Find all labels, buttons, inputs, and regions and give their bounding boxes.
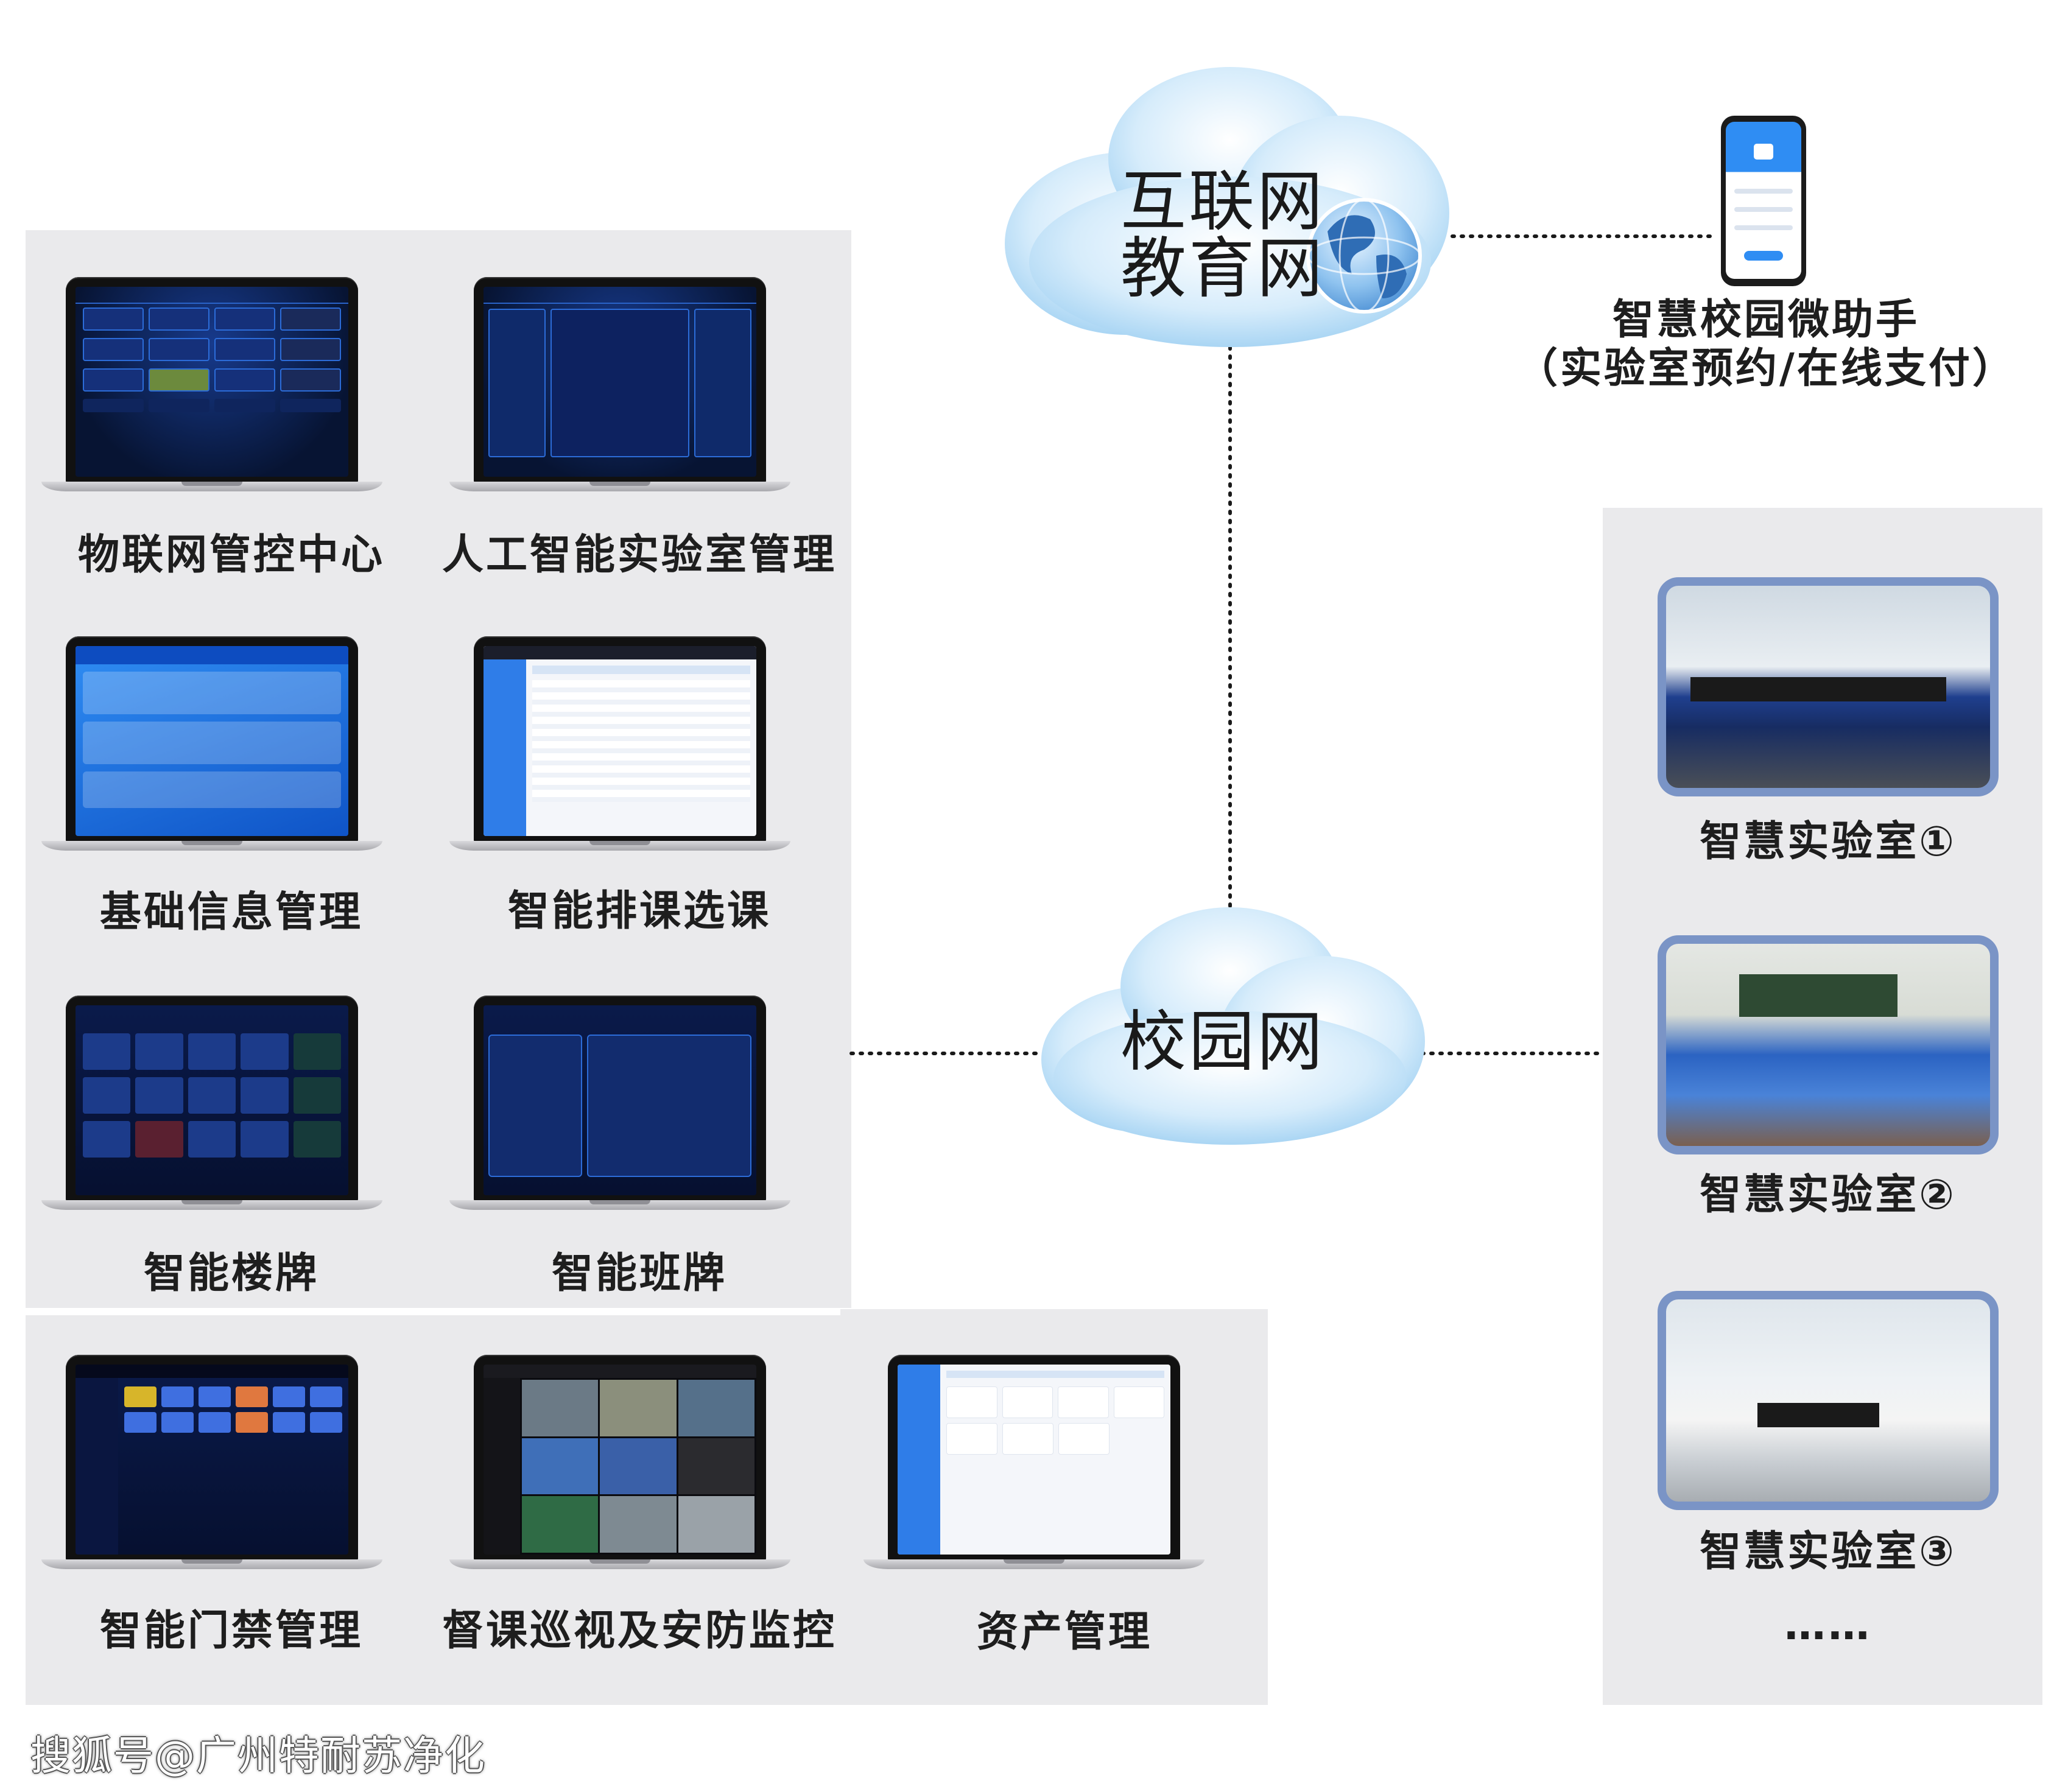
mobile-label-line1: 智慧校园微助手: [1612, 296, 1919, 344]
patrol-security-screen: [484, 1365, 756, 1555]
system-label-9: 资产管理: [976, 1608, 1152, 1656]
system-label-6: 智能班牌: [551, 1249, 727, 1298]
lab-label-3: 智慧实验室③: [1700, 1528, 1957, 1576]
laptop-scheduling: [449, 636, 790, 868]
campus-cloud: [1041, 907, 1425, 1145]
mobile-phone: [1721, 116, 1806, 286]
system-label-1: 物联网管控中心: [77, 531, 385, 579]
system-label-3: 基础信息管理: [99, 888, 363, 936]
phone-submit-button: [1744, 251, 1783, 261]
laptop-asset-management: [863, 1355, 1205, 1586]
scheduling-screen: [484, 646, 756, 836]
lab-photo-1: [1658, 577, 1999, 796]
laptop-patrol-security: [449, 1355, 790, 1586]
laptop-iot-center: [41, 277, 382, 508]
globe-icon: [1306, 198, 1422, 314]
iot-screen: [76, 287, 348, 477]
system-label-4: 智能排课选课: [507, 887, 771, 935]
internet-label-line1: 互联网: [1120, 164, 1326, 240]
systems-panel-corner: [840, 1309, 1268, 1333]
watermark: 搜狐号@广州特耐苏净化: [30, 1732, 486, 1779]
lab-label-2: 智慧实验室②: [1700, 1171, 1957, 1219]
building-sign-screen: [76, 1005, 348, 1195]
laptop-basic-info: [41, 636, 382, 868]
system-label-2: 人工智能实验室管理: [441, 531, 837, 579]
basic-info-screen: [76, 646, 348, 836]
class-sign-screen: [484, 1005, 756, 1195]
mobile-label-line2: （实验室预约/在线支付）: [1516, 345, 2016, 393]
asset-management-screen: [898, 1365, 1170, 1555]
campus-label: 校园网: [1120, 1004, 1326, 1080]
laptop-building-sign: [41, 996, 382, 1227]
lab-photo-2: [1658, 935, 1999, 1154]
laptop-access-control: [41, 1355, 382, 1586]
app-icon: [1754, 144, 1773, 160]
lab-photo-3: [1658, 1291, 1999, 1510]
system-label-5: 智能楼牌: [143, 1249, 319, 1298]
phone-screen: [1726, 122, 1801, 279]
lab-label-1: 智慧实验室①: [1700, 818, 1957, 866]
access-control-screen: [76, 1365, 348, 1555]
laptop-ai-lab: [449, 277, 790, 508]
internet-label-line2: 教育网: [1120, 231, 1326, 307]
more-labs-ellipsis: ……: [1784, 1601, 1872, 1650]
system-label-7: 智能门禁管理: [99, 1607, 363, 1655]
system-label-8: 督课巡视及安防监控: [441, 1607, 837, 1655]
ai-lab-screen: [484, 287, 756, 477]
laptop-class-sign: [449, 996, 790, 1227]
